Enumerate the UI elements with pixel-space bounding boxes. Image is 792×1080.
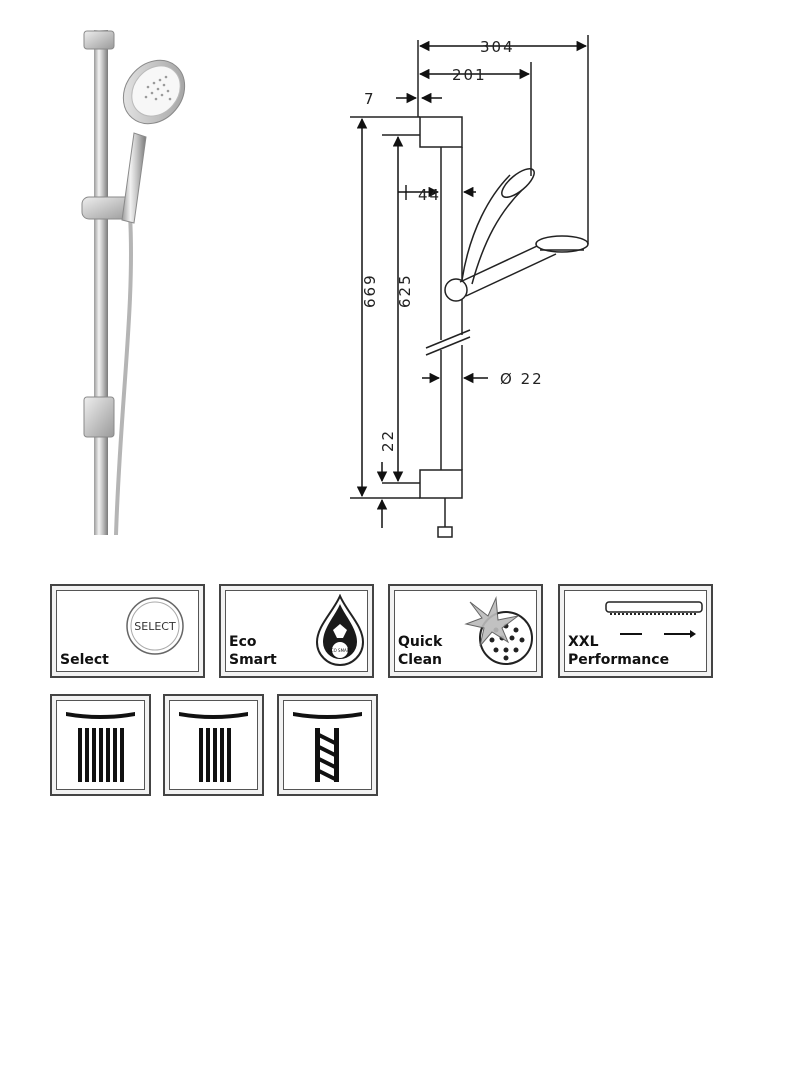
massage-spray-mode-icon — [277, 694, 378, 796]
select-badge: SELECT — [134, 620, 176, 633]
technical-drawing: 304 201 7 44 669 625 22 Ø 22 — [350, 35, 589, 538]
performance-label: Performance — [568, 652, 670, 668]
product-photo — [81, 30, 186, 536]
water-drop-icon: ECO SMART — [315, 594, 365, 666]
quick-label: Quick — [398, 634, 443, 650]
dim-diameter: Ø 22 — [500, 370, 544, 388]
dim-201: 201 — [452, 66, 487, 84]
massage-spray-icon — [293, 712, 362, 782]
xxl-performance-feature-icon: XXL Performance — [558, 584, 713, 678]
dim-304: 304 — [480, 38, 515, 56]
quick-clean-feature-icon: Quick Clean — [388, 584, 543, 678]
rain-spray-icon — [66, 712, 135, 782]
dim-7: 7 — [364, 90, 376, 108]
intense-spray-mode-icon — [163, 694, 264, 796]
select-button-icon: SELECT — [126, 597, 184, 655]
xxl-label: XXL — [568, 634, 599, 650]
select-label: Select — [60, 652, 109, 668]
eco-smart-badge: ECO SMART — [328, 648, 352, 653]
dim-625: 625 — [396, 273, 414, 308]
nozzle-cleaning-icon — [464, 596, 533, 665]
clean-label: Clean — [398, 652, 442, 668]
intense-spray-icon — [179, 712, 248, 782]
dim-22-offset: 22 — [379, 429, 397, 452]
eco-smart-feature-icon: Eco Smart ECO SMART — [219, 584, 374, 678]
dim-669: 669 — [361, 273, 379, 308]
select-feature-icon: SELECT Select — [50, 584, 205, 678]
wide-spray-icon — [605, 601, 703, 638]
dim-44: 44 — [418, 186, 441, 204]
smart-label: Smart — [229, 652, 277, 668]
eco-label: Eco — [229, 634, 257, 650]
rain-spray-mode-icon — [50, 694, 151, 796]
